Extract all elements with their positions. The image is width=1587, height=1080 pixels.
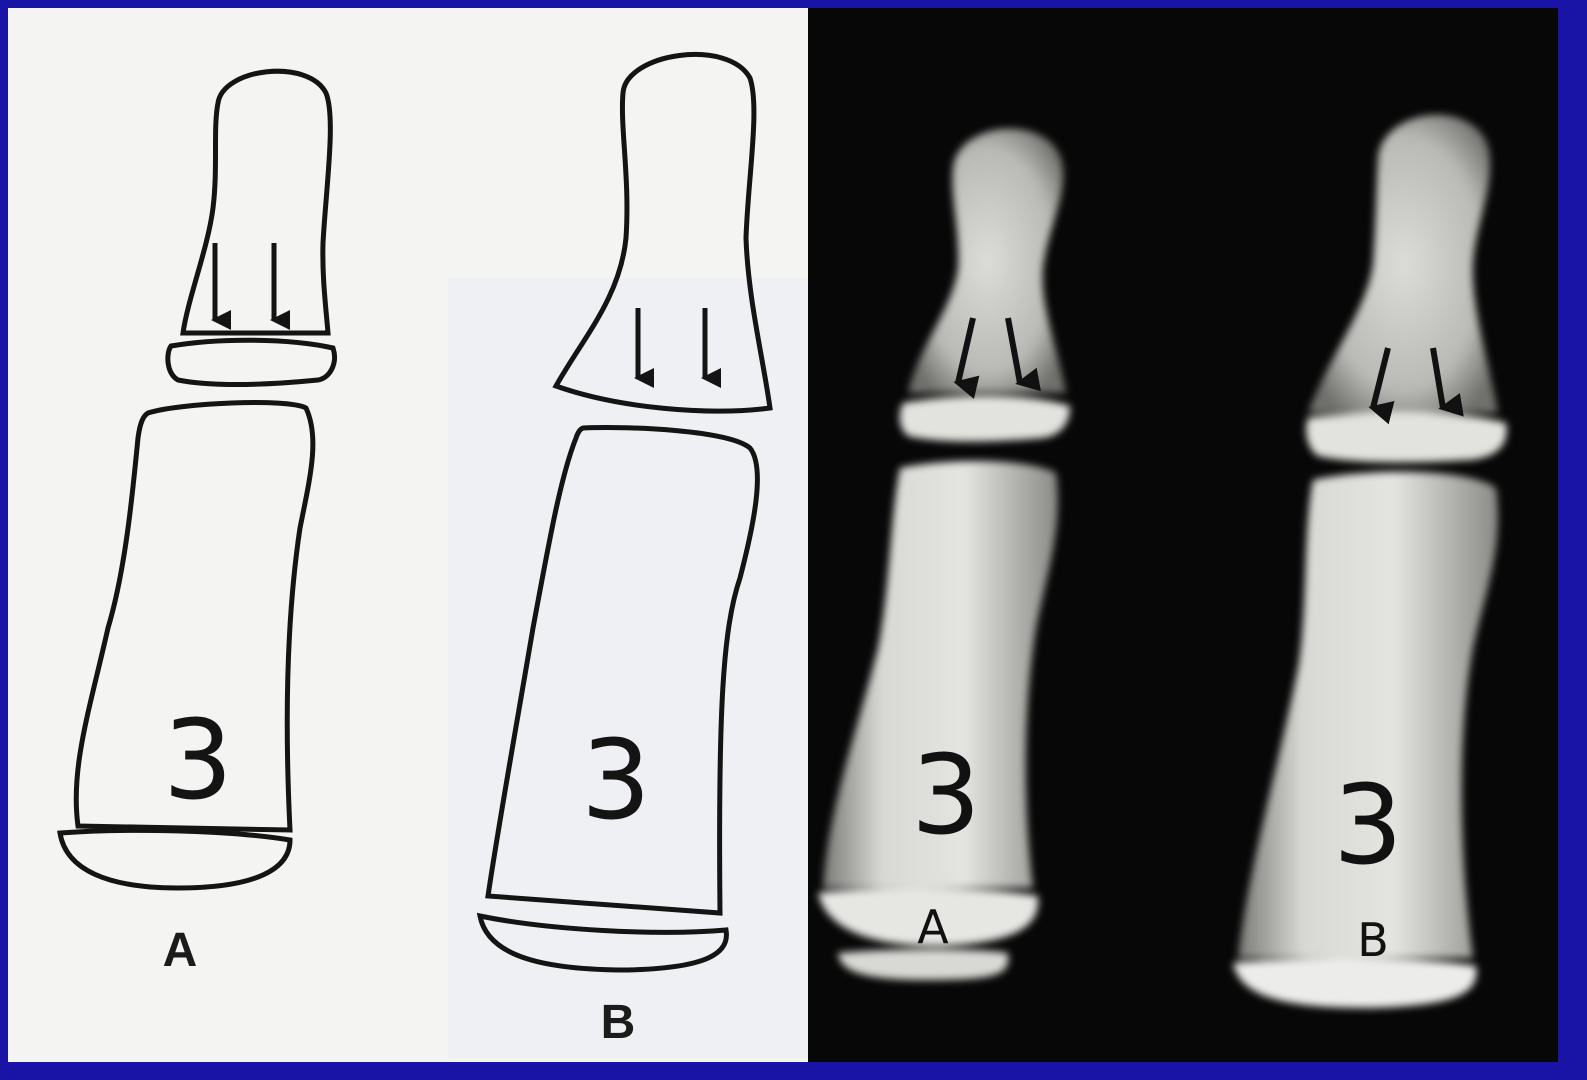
radiograph-panel: 3 A 3 B [808, 8, 1558, 1062]
line-drawings-svg: 3 A 3 B [8, 8, 808, 1062]
xray-b-distal-tuft [1308, 115, 1498, 413]
drawing-a-label: A [163, 924, 198, 977]
drawing-a-base-epiphysis [60, 830, 290, 888]
drawing-a-distal-phalanx [183, 71, 330, 333]
drawing-a-epiphysis [168, 340, 335, 384]
xray-a-label: A [917, 900, 949, 954]
figure-frame: 3 A 3 B [8, 8, 1558, 1062]
radiograph-svg: 3 A 3 B [808, 8, 1558, 1062]
xray-b-label: B [1357, 913, 1389, 967]
drawing-a-number: 3 [163, 696, 233, 824]
drawing-b-label: B [601, 996, 636, 1049]
xray-b-number: 3 [1333, 761, 1403, 889]
xray-b-epiphysis [1306, 413, 1506, 463]
line-drawings-panel: 3 A 3 B [8, 8, 808, 1062]
ghost-background [448, 278, 808, 1058]
drawing-b-number: 3 [581, 716, 651, 844]
xray-b-base [1233, 958, 1476, 1008]
xray-a-number: 3 [911, 731, 981, 859]
xray-a-epiphysis [900, 396, 1070, 442]
xray-a-distal-tuft [908, 129, 1066, 393]
